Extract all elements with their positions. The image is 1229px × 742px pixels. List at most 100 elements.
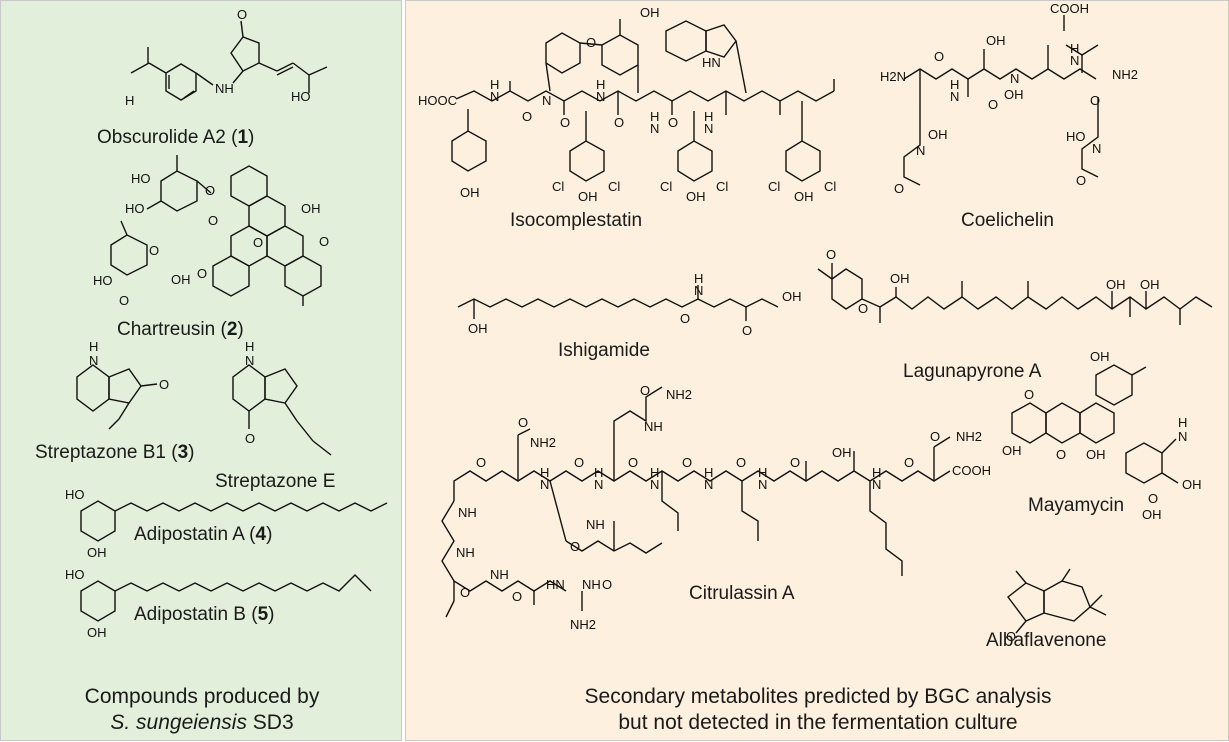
atom-label: OH <box>460 185 480 200</box>
atom-label: OH <box>1142 507 1162 522</box>
caption-line: but not detected in the fermentation cul… <box>618 711 1018 734</box>
atom-label: O <box>894 181 904 196</box>
atom-label: N <box>1070 53 1079 68</box>
atom-label: O <box>1076 173 1086 188</box>
coelichelin-structure <box>903 15 1099 186</box>
citrulassin-structure <box>441 386 951 618</box>
atom-label: NH2 <box>530 435 556 450</box>
streptazone-e-structure <box>232 364 332 456</box>
atom-label: OH <box>87 545 107 560</box>
atom-label: HO <box>291 89 311 104</box>
atom-label: O <box>628 455 638 470</box>
atom-label: N <box>540 477 549 492</box>
caption-line: Compounds produced by <box>84 685 320 708</box>
atom-label: O <box>586 35 596 50</box>
compound-label-3: Streptazone B1 (3) <box>35 442 195 463</box>
atom-label: H <box>1178 415 1187 430</box>
atom-label: N <box>758 477 767 492</box>
atom-label: H <box>694 271 703 286</box>
atom-label: O <box>574 455 584 470</box>
atom-label: O <box>149 243 159 258</box>
atom-label: O <box>197 266 207 281</box>
strain-name: SD3 <box>246 711 294 734</box>
chartreusin-structure <box>110 155 322 306</box>
atom-label: O <box>640 383 650 398</box>
atom-label: O <box>208 213 218 228</box>
atom-label: O <box>988 97 998 112</box>
compound-label-4: Adipostatin A (4) <box>134 524 273 545</box>
atom-label: OH <box>1086 447 1106 462</box>
compound-label-2: Chartreusin (2) <box>117 319 244 340</box>
compound-label-lagunapyrone: Lagunapyrone A <box>903 361 1042 382</box>
atom-label: O <box>930 429 940 444</box>
atom-label: O <box>1006 629 1016 644</box>
atom-label: HO <box>1066 129 1086 144</box>
atom-label: N <box>950 89 959 104</box>
ishigamide-structure <box>457 285 779 321</box>
compound-name: Adipostatin B <box>134 604 246 625</box>
atom-label: HO <box>131 171 151 186</box>
atom-label: N <box>704 477 713 492</box>
atom-label: O <box>237 7 247 22</box>
species-name: S. sungeiensis <box>110 711 247 734</box>
atom-label: O <box>682 455 692 470</box>
left-panel: O H NH HO HO HO O O OH O O HO OH O O O H… <box>0 0 402 741</box>
atom-label: O <box>319 234 329 249</box>
atom-label: OH <box>986 33 1006 48</box>
atom-label: H <box>872 465 881 480</box>
atom-label: H <box>1070 41 1079 56</box>
right-structures: OH O HN HOOC H N N O O H N O H N O H N C… <box>418 1 1213 644</box>
atom-label: NH <box>490 567 509 582</box>
isocomplestatin-structure <box>451 19 835 182</box>
atom-label: O <box>205 183 215 198</box>
left-structures: O H NH HO HO HO O O OH O O HO OH O O O H… <box>65 7 388 640</box>
atom-label: N <box>650 121 659 136</box>
atom-label: N <box>1178 429 1187 444</box>
atom-label: NH <box>586 517 605 532</box>
atom-label: H <box>125 93 134 108</box>
mayamycin-structure <box>1011 364 1179 484</box>
atom-label: Cl <box>608 179 620 194</box>
atom-label: H <box>596 77 605 92</box>
atom-label: O <box>858 301 868 316</box>
atom-label: N <box>245 353 254 368</box>
compound-name: Adipostatin A <box>134 524 244 545</box>
atom-label: O <box>934 49 944 64</box>
atom-label: NH <box>456 545 475 560</box>
atom-label: O <box>518 415 528 430</box>
atom-label: HO <box>93 273 113 288</box>
compound-label-5: Adipostatin B (5) <box>134 604 275 625</box>
atom-label: Cl <box>552 179 564 194</box>
atom-label: N <box>694 283 703 298</box>
atom-label: H <box>89 339 98 354</box>
atom-label: O <box>736 455 746 470</box>
atom-label: Cl <box>824 179 836 194</box>
atom-label: OH <box>1004 87 1024 102</box>
atom-label: H <box>650 465 659 480</box>
atom-label: H <box>490 77 499 92</box>
atom-label: NH <box>215 81 234 96</box>
atom-label: HN <box>702 55 721 70</box>
atom-label: H <box>704 465 713 480</box>
compound-label-citrulassin: Citrulassin A <box>689 583 795 604</box>
caption-line: S. sungeiensis SD3 <box>1 710 403 736</box>
atom-label: OH <box>1090 349 1110 364</box>
right-panel: OH O HN HOOC H N N O O H N O H N O H N C… <box>405 0 1229 741</box>
atom-label: NH2 <box>666 387 692 402</box>
compound-number: 2 <box>226 319 238 340</box>
atom-label: NH <box>644 419 663 434</box>
atom-label: OH <box>1002 443 1022 458</box>
atom-label: OH <box>578 189 598 204</box>
atom-label: NH2 <box>956 429 982 444</box>
obscurolide-structure <box>130 20 328 101</box>
atom-label: O <box>826 247 836 262</box>
right-caption: Secondary metabolites predicted by BGC a… <box>406 684 1229 736</box>
atom-label: N <box>596 89 605 104</box>
atom-label: O <box>560 115 570 130</box>
compound-label-mayamycin: Mayamycin <box>1028 495 1125 516</box>
atom-label: HN <box>546 577 565 592</box>
atom-label: N <box>89 353 98 368</box>
atom-label: O <box>602 577 612 592</box>
atom-label: N <box>1010 71 1019 86</box>
atom-label: N <box>594 477 603 492</box>
